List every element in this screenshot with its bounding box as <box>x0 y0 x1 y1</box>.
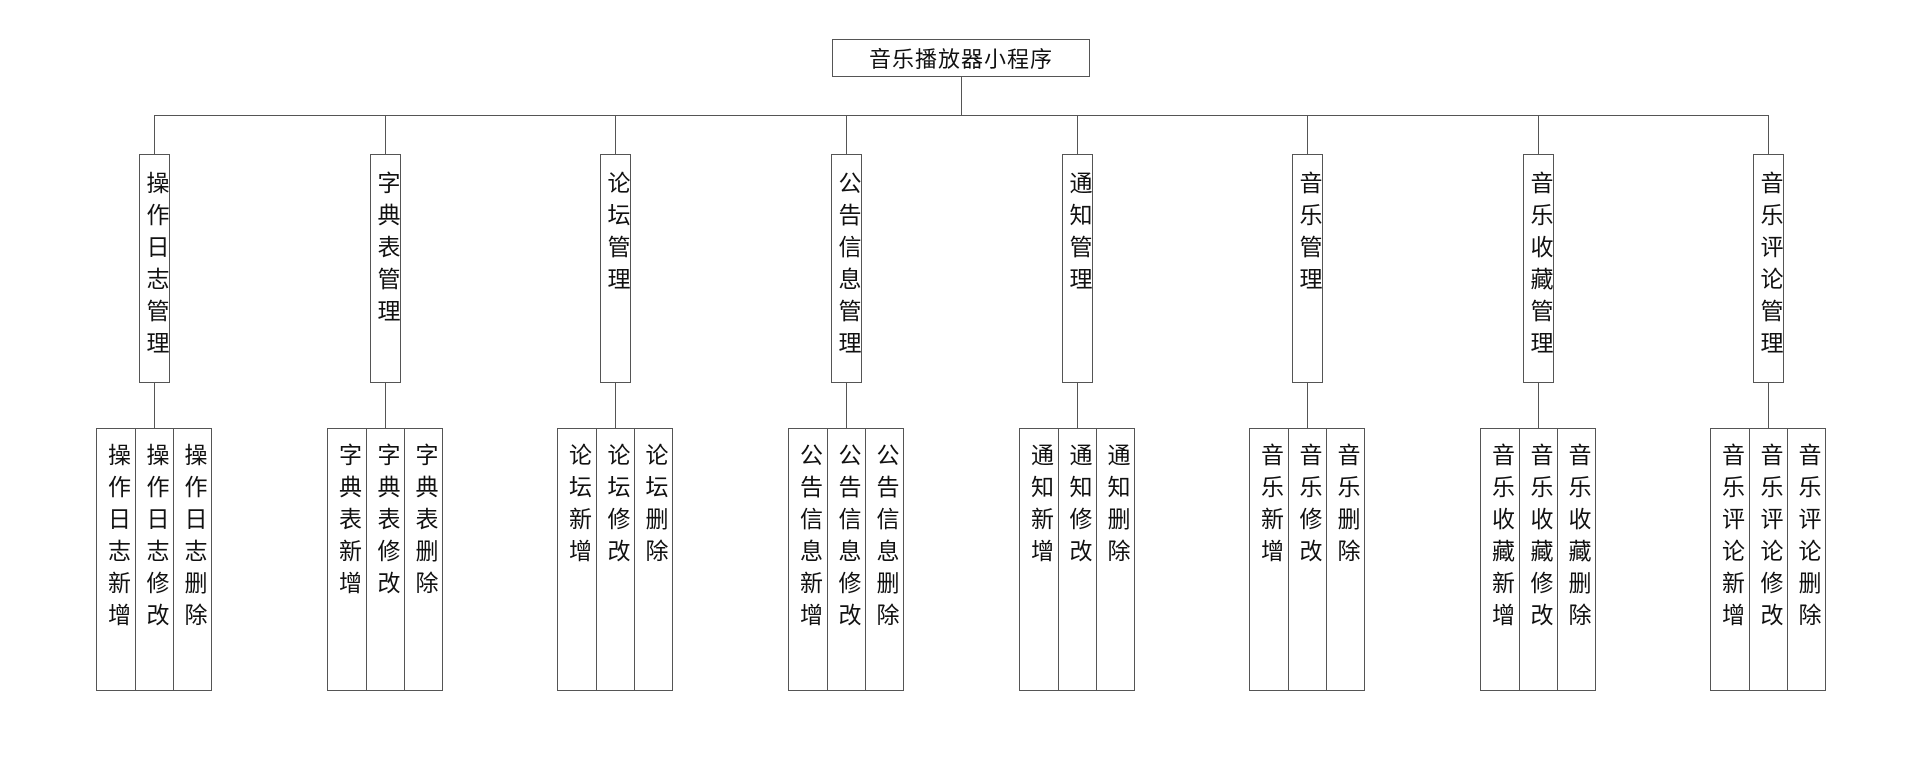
leaf-label: 音乐收藏新增 <box>1487 443 1514 635</box>
category-connector <box>846 115 847 154</box>
category-node: 操作日志管理 <box>139 154 170 383</box>
leaf-label: 操作日志删除 <box>180 443 206 635</box>
leaf-node: 音乐收藏修改 <box>1519 429 1557 690</box>
leaf-node: 通知新增 <box>1020 429 1058 690</box>
leaf-label: 通知新增 <box>1026 443 1053 571</box>
leaf-connector <box>615 383 616 428</box>
leaf-node: 操作日志修改 <box>135 429 173 690</box>
leaf-connector <box>385 383 386 428</box>
leaf-group: 音乐新增音乐修改音乐删除 <box>1249 428 1365 691</box>
leaf-node: 字典表修改 <box>366 429 404 690</box>
leaf-label: 操作日志新增 <box>103 443 130 635</box>
category-node: 字典表管理 <box>370 154 401 383</box>
leaf-node: 操作日志新增 <box>97 429 135 690</box>
leaf-label: 通知修改 <box>1065 443 1091 571</box>
leaf-connector <box>1768 383 1769 428</box>
category-node: 公告信息管理 <box>831 154 862 383</box>
leaf-label: 论坛删除 <box>641 443 667 571</box>
leaf-label: 公告信息新增 <box>795 443 822 635</box>
leaf-connector <box>154 383 155 428</box>
horizontal-bus <box>154 115 1769 116</box>
leaf-node: 音乐修改 <box>1288 429 1326 690</box>
leaf-label: 音乐删除 <box>1333 443 1359 571</box>
leaf-node: 音乐评论删除 <box>1787 429 1825 690</box>
category-label: 音乐管理 <box>1295 171 1321 299</box>
leaf-group: 音乐收藏新增音乐收藏修改音乐收藏删除 <box>1480 428 1596 691</box>
leaf-node: 字典表新增 <box>328 429 366 690</box>
leaf-group: 字典表新增字典表修改字典表删除 <box>327 428 443 691</box>
leaf-label: 公告信息删除 <box>872 443 898 635</box>
leaf-label: 音乐评论删除 <box>1794 443 1820 635</box>
category-label: 音乐评论管理 <box>1756 171 1782 363</box>
leaf-group: 通知新增通知修改通知删除 <box>1019 428 1135 691</box>
leaf-label: 音乐新增 <box>1256 443 1283 571</box>
leaf-node: 操作日志删除 <box>173 429 211 690</box>
leaf-label: 字典表修改 <box>373 443 399 603</box>
root-connector <box>961 77 962 115</box>
leaf-connector <box>1077 383 1078 428</box>
leaf-node: 论坛删除 <box>634 429 672 690</box>
leaf-node: 音乐删除 <box>1326 429 1364 690</box>
leaf-node: 论坛修改 <box>596 429 634 690</box>
leaf-node: 音乐新增 <box>1250 429 1288 690</box>
root-node: 音乐播放器小程序 <box>832 39 1090 77</box>
leaf-label: 音乐收藏修改 <box>1526 443 1552 635</box>
leaf-node: 音乐评论修改 <box>1749 429 1787 690</box>
leaf-node: 通知删除 <box>1096 429 1134 690</box>
category-label: 音乐收藏管理 <box>1526 171 1552 363</box>
leaf-node: 音乐收藏删除 <box>1557 429 1595 690</box>
leaf-label: 论坛新增 <box>564 443 591 571</box>
leaf-label: 论坛修改 <box>603 443 629 571</box>
leaf-node: 字典表删除 <box>404 429 442 690</box>
leaf-connector <box>846 383 847 428</box>
category-label: 字典表管理 <box>373 171 399 331</box>
category-node: 音乐评论管理 <box>1753 154 1784 383</box>
leaf-group: 公告信息新增公告信息修改公告信息删除 <box>788 428 904 691</box>
leaf-label: 音乐评论修改 <box>1756 443 1782 635</box>
category-connector <box>385 115 386 154</box>
leaf-label: 音乐收藏删除 <box>1564 443 1590 635</box>
category-connector <box>1768 115 1769 154</box>
category-connector <box>154 115 155 154</box>
category-label: 操作日志管理 <box>142 171 168 363</box>
root-label: 音乐播放器小程序 <box>868 48 1053 73</box>
category-connector <box>1538 115 1539 154</box>
category-connector <box>1307 115 1308 154</box>
leaf-label: 操作日志修改 <box>142 443 168 635</box>
leaf-node: 公告信息删除 <box>865 429 903 690</box>
category-node: 通知管理 <box>1062 154 1093 383</box>
category-connector <box>1077 115 1078 154</box>
leaf-label: 音乐评论新增 <box>1717 443 1744 635</box>
category-node: 音乐收藏管理 <box>1523 154 1554 383</box>
leaf-label: 通知删除 <box>1103 443 1129 571</box>
leaf-group: 操作日志新增操作日志修改操作日志删除 <box>96 428 212 691</box>
leaf-node: 论坛新增 <box>558 429 596 690</box>
category-node: 音乐管理 <box>1292 154 1323 383</box>
leaf-connector <box>1307 383 1308 428</box>
category-node: 论坛管理 <box>600 154 631 383</box>
leaf-node: 音乐评论新增 <box>1711 429 1749 690</box>
leaf-label: 公告信息修改 <box>834 443 860 635</box>
category-label: 公告信息管理 <box>834 171 860 363</box>
leaf-node: 公告信息新增 <box>789 429 827 690</box>
leaf-group: 音乐评论新增音乐评论修改音乐评论删除 <box>1710 428 1826 691</box>
leaf-node: 公告信息修改 <box>827 429 865 690</box>
leaf-label: 字典表新增 <box>334 443 361 603</box>
leaf-label: 字典表删除 <box>411 443 437 603</box>
leaf-node: 音乐收藏新增 <box>1481 429 1519 690</box>
leaf-group: 论坛新增论坛修改论坛删除 <box>557 428 673 691</box>
category-label: 论坛管理 <box>603 171 629 299</box>
leaf-node: 通知修改 <box>1058 429 1096 690</box>
category-connector <box>615 115 616 154</box>
category-label: 通知管理 <box>1065 171 1091 299</box>
leaf-label: 音乐修改 <box>1295 443 1321 571</box>
leaf-connector <box>1538 383 1539 428</box>
